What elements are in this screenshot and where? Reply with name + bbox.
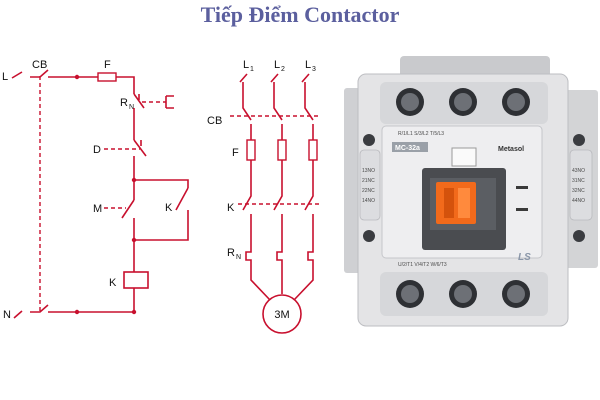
phase-l1-label: L 1 — [243, 59, 254, 73]
contact-l2 — [273, 160, 283, 250]
neutral-terminal — [13, 310, 23, 319]
phase-l3-label: L 3 — [305, 59, 316, 73]
fuse — [97, 72, 117, 82]
indicator-window — [451, 147, 477, 167]
left-aux-3: 14NO — [362, 198, 375, 204]
left-aux-2: 22NC — [362, 188, 375, 194]
power-contacts-label: K — [227, 202, 235, 214]
power-breaker-label: CB — [207, 115, 222, 127]
phase-l3-wire-a — [304, 82, 314, 140]
relay-l1 — [245, 250, 252, 262]
motor-label: 3M — [274, 309, 289, 321]
power-relay-sub: N — [236, 254, 241, 261]
model-badge — [392, 142, 428, 152]
thermal-sub: N — [129, 104, 134, 111]
hold-contact — [134, 187, 189, 241]
relay-l2 — [276, 250, 283, 262]
start-label: M — [93, 203, 102, 215]
left-aux-0: 13NO — [362, 168, 375, 174]
phase-l1-wire-a — [242, 82, 252, 140]
power-relay-label: R — [227, 247, 235, 259]
right-aux-1: 31NC — [572, 178, 585, 184]
power-circuit: L 1 L 2 L 3 CB F K R N — [207, 59, 320, 334]
bottom-terminal-labels: U/2/T1 V/4/T2 W/6/T3 — [398, 262, 447, 268]
right-aux-3: 44NO — [572, 198, 585, 204]
breaker-top-switch — [30, 69, 49, 78]
right-aux-0: 43NO — [572, 168, 585, 174]
page-title: Tiếp Điểm Contactor — [200, 2, 400, 27]
contact-l1 — [242, 160, 252, 250]
phase-l2-wire-a — [273, 82, 283, 140]
svg-text:2: 2 — [281, 66, 285, 73]
aux-screw-icon — [363, 230, 375, 242]
relay-l3 — [307, 250, 314, 262]
indicator-mark — [516, 186, 528, 189]
stop-contact — [133, 139, 147, 157]
hold-branch-top — [134, 179, 189, 188]
motor-feed-l1 — [250, 262, 271, 301]
top-terminals — [380, 82, 548, 124]
contactor-device: R/1/L1 S/3/L2 T/5/L3 MC-32a Metasol 13NO… — [344, 56, 598, 327]
svg-text:1: 1 — [250, 66, 254, 73]
fuse-l3 — [308, 139, 318, 161]
fuse-l2 — [277, 139, 287, 161]
breaker-label: CB — [32, 59, 47, 71]
model-label: MC-32a — [395, 145, 420, 152]
phase-terminals — [239, 73, 310, 83]
svg-text:L: L — [305, 59, 311, 71]
coil-label: K — [109, 277, 117, 289]
start-contact — [121, 199, 135, 240]
svg-text:3: 3 — [312, 66, 316, 73]
contact-l3 — [304, 160, 314, 250]
thermal-actuator — [165, 95, 174, 109]
left-aux-1: 21NC — [362, 178, 375, 184]
power-fuse-label: F — [232, 147, 239, 159]
svg-text:L: L — [274, 59, 280, 71]
fuse-label: F — [104, 59, 111, 71]
top-right-wire — [116, 76, 135, 94]
brand-label: Metasol — [498, 146, 524, 153]
neutral-label: N — [3, 309, 11, 321]
fuse-l1 — [246, 139, 256, 161]
thermal-contact — [133, 93, 145, 112]
motor-feed-l3 — [293, 262, 314, 301]
aux-screw-icon — [573, 134, 585, 146]
junction-dot — [74, 74, 80, 80]
top-terminal-labels: R/1/L1 S/3/L2 T/5/L3 — [398, 131, 444, 137]
aux-screw-icon — [363, 134, 375, 146]
left-aux-panel — [359, 149, 381, 221]
motor — [262, 294, 302, 334]
phase-l2-label: L 2 — [274, 59, 285, 73]
stop-label: D — [93, 144, 101, 156]
hold-label: K — [165, 202, 173, 214]
brand-logo: LS — [518, 252, 531, 263]
control-circuit: L CB F R N D K M K — [2, 59, 189, 321]
thermal-label: R — [120, 97, 128, 109]
right-aux-panel — [569, 149, 593, 221]
right-aux-2: 32NC — [572, 188, 585, 194]
indicator-mark — [516, 208, 528, 211]
junction-dot — [74, 309, 80, 315]
aux-screw-icon — [573, 230, 585, 242]
svg-text:L: L — [243, 59, 249, 71]
line-label: L — [2, 71, 8, 83]
breaker-bottom-switch — [30, 304, 49, 313]
line-terminal — [11, 71, 23, 79]
coil — [123, 271, 149, 289]
bottom-terminals — [380, 272, 548, 316]
